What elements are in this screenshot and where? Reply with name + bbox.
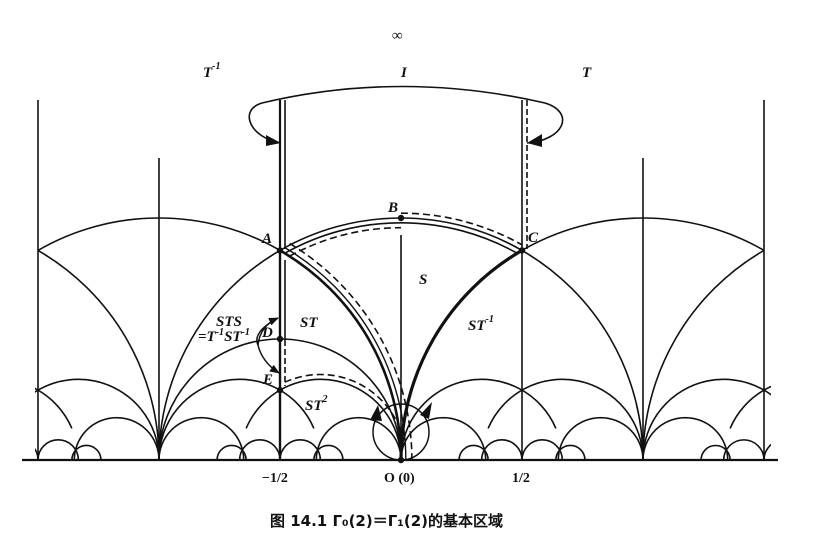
point-e-label: E	[262, 372, 273, 388]
point-c-dot	[518, 247, 526, 254]
point-a-dot	[276, 247, 284, 254]
region-sts-equation: =T-1ST-1	[198, 327, 250, 345]
geodesic-arc	[642, 249, 765, 461]
infinity-label: ∞	[392, 28, 403, 44]
geodesic-arc	[798, 445, 827, 460]
geodesic-arc	[521, 249, 644, 461]
arrowhead-icon	[266, 135, 281, 146]
point-d-label: D	[261, 325, 273, 341]
geodesic-arc	[37, 439, 80, 461]
geodesic-arc	[800, 418, 829, 460]
point-a-label: A	[261, 231, 272, 247]
geodesic-arc	[35, 448, 39, 461]
point-b-dot	[397, 214, 405, 222]
geodesic-arc	[313, 444, 344, 461]
boundary-dashed-arc	[284, 373, 402, 432]
geodesic-arc	[35, 387, 73, 429]
origin-dot	[397, 456, 405, 464]
tessellation-arcs	[0, 217, 829, 461]
arrowhead-icon	[527, 134, 542, 147]
geodesic-arc	[158, 249, 281, 461]
geodesic-arc	[763, 443, 771, 461]
boundary-arc	[399, 249, 523, 461]
point-c-label: C	[528, 230, 539, 246]
translation-arrow	[248, 85, 564, 144]
geodesic-arc	[729, 385, 771, 429]
identity-label: I	[400, 65, 408, 81]
geodesic-arc	[521, 439, 564, 461]
arrowhead-icon	[370, 405, 382, 421]
point-d-dot	[276, 335, 284, 343]
tick-half: 1/2	[512, 471, 530, 486]
geodesic-arc	[238, 439, 281, 461]
geodesic-arc	[400, 416, 487, 461]
boundary-arc	[284, 222, 518, 254]
geodesic-arc	[216, 444, 247, 461]
d-to-a-arrow	[257, 317, 279, 346]
domain-boundary	[278, 100, 528, 461]
geodesic-arc	[0, 445, 4, 460]
region-st2-label: ST2	[305, 394, 328, 414]
t-inverse-label: T-1	[203, 61, 221, 81]
region-sts-label: STS	[216, 314, 242, 330]
geodesic-arc	[73, 416, 160, 461]
geodesic-arc	[722, 439, 765, 461]
geodesic-arc	[158, 416, 245, 461]
point-b-label: B	[387, 200, 398, 216]
vertical-lines	[37, 100, 765, 460]
boundary-dashed-arc	[289, 242, 413, 461]
geodesic-arc	[400, 378, 557, 461]
geodesic-arc	[315, 416, 402, 461]
vertex-dots	[276, 214, 526, 464]
geodesic-arc	[245, 378, 402, 461]
geodesic-arc	[555, 444, 586, 461]
tick-minus-half: −1/2	[262, 471, 288, 486]
geodesic-arc	[279, 439, 322, 461]
region-st-inverse-label: ST-1	[468, 314, 494, 334]
geodesic-arc	[71, 444, 102, 461]
geodesic-arc	[480, 439, 523, 461]
geodesic-arc	[700, 444, 731, 461]
geodesic-arc	[487, 378, 644, 461]
geodesic-arc	[458, 444, 489, 461]
figure-caption: 图 14.1 Γ₀(2)＝Γ₁(2)的基本区域	[270, 512, 503, 530]
geodesic-arc	[0, 418, 2, 460]
point-e-dot	[276, 386, 284, 394]
geodesic-arc	[35, 378, 160, 461]
region-s-label: S	[419, 272, 427, 288]
region-st-label: ST	[300, 315, 318, 331]
geodesic-arc	[642, 378, 771, 461]
boundary-dashed-arc	[400, 212, 523, 246]
geodesic-arc	[37, 249, 160, 461]
arrowhead-icon	[420, 402, 432, 419]
geodesic-arc	[557, 416, 644, 461]
t-label: T	[582, 65, 592, 81]
geodesic-arc	[158, 378, 315, 461]
tick-origin: O (0)	[384, 471, 415, 486]
geodesic-arc	[642, 416, 729, 461]
